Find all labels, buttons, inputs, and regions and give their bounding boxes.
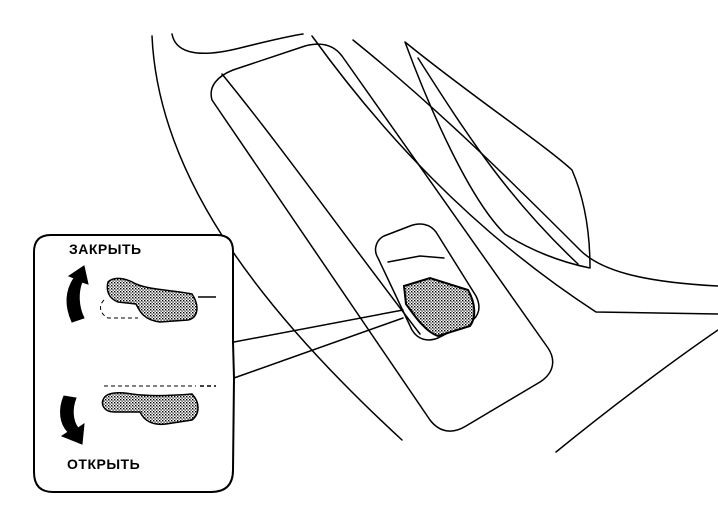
switch-state-outline <box>100 299 138 319</box>
armrest-switch-base <box>210 43 554 432</box>
curved-arrow-up-icon <box>66 265 89 323</box>
door-handle <box>404 41 591 269</box>
open-label: ОТКРЫТЬ <box>67 456 141 472</box>
armrest-inner-line <box>221 73 421 335</box>
door-panel-outline <box>311 35 718 315</box>
leader-line <box>233 309 404 343</box>
curved-arrow-down-icon <box>60 395 85 445</box>
door-panel-outline <box>352 39 718 287</box>
finger-push-down <box>101 392 199 426</box>
door-handle-edge <box>417 57 579 265</box>
door-bottom-line <box>555 329 718 453</box>
window-switch-icon <box>402 276 476 338</box>
finger-pull-up <box>106 277 198 323</box>
switch-recess-inner <box>387 255 445 263</box>
door-panel-outline <box>171 33 304 55</box>
callout-box <box>33 234 236 493</box>
close-label: ЗАКРЫТЬ <box>69 241 142 257</box>
leader-line <box>233 317 404 379</box>
